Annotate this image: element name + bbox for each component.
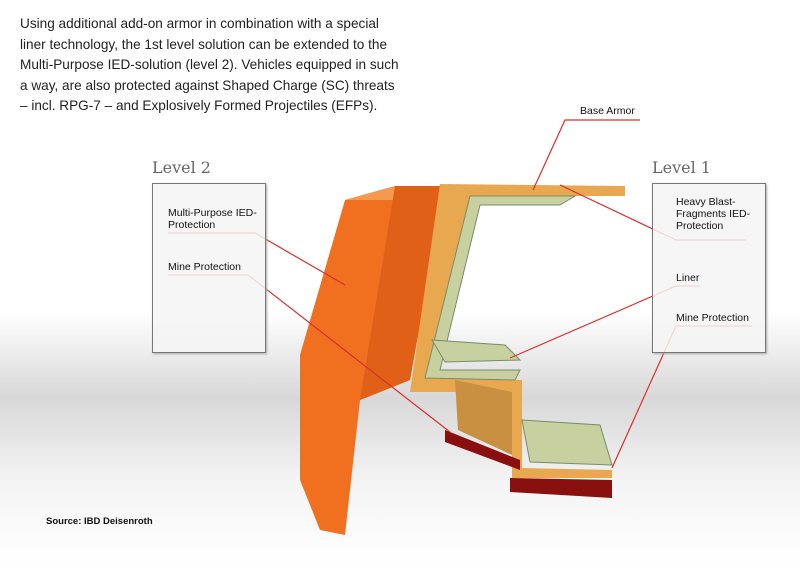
level1-label-liner: Liner [676,272,700,284]
level1-box [652,183,766,353]
base-armor-label: Base Armor [580,105,635,117]
level1-title: Level 1 [652,158,711,177]
intro-text: Using additional add-on armor in combina… [20,16,399,113]
base-armor [410,184,625,478]
level2-title: Level 2 [152,158,211,177]
level2-box [152,183,266,353]
source-credit: Source: IBD Deisenroth [46,516,153,527]
level1-label-mine: Mine Protection [676,312,749,324]
level2-label-mine: Mine Protection [168,261,241,273]
mine-protection-plate [510,478,612,498]
level1-label-blast: Heavy Blast-Fragments IED-Protection [676,196,751,232]
level2-label-ied: Multi-Purpose IED-Protection [168,207,257,231]
liner [424,195,577,381]
